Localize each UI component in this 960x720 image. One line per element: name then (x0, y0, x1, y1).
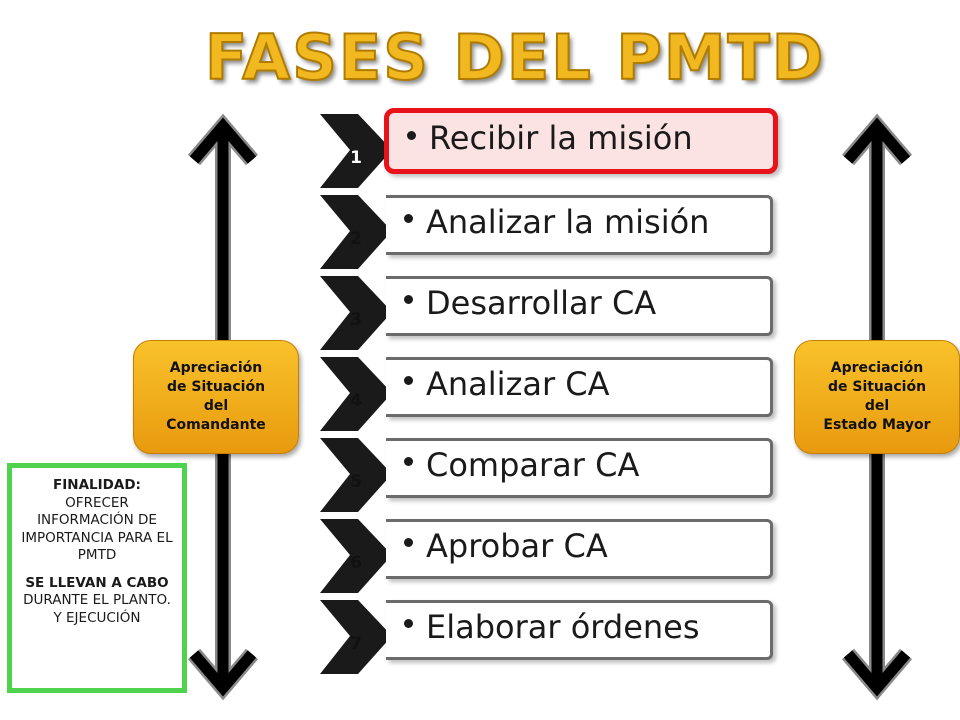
bullet-icon (404, 457, 413, 466)
phase-7: Elaborar órdenes 7 (320, 596, 778, 678)
phase-bar: Elaborar órdenes (386, 600, 773, 660)
phase-6: Aprobar CA 6 (320, 515, 778, 597)
phase-bar: Analizar CA (386, 357, 773, 417)
phase-2: Analizar la misión 2 (320, 191, 778, 273)
note-body: OFRECER INFORMACIÓN DE IMPORTANCIA PARA … (21, 494, 173, 564)
chevron-icon (320, 438, 392, 512)
phase-number: 6 (350, 553, 362, 573)
phase-4: Analizar CA 4 (320, 353, 778, 435)
label-line: Apreciación (169, 360, 263, 376)
chevron-icon (320, 276, 392, 350)
label-line: de Situación (827, 379, 927, 395)
note-timing: SE LLEVAN A CABO DURANTE EL PLANTO. Y EJ… (20, 575, 174, 628)
phase-number: 4 (350, 391, 362, 411)
phase-1: Recibir la misión 1 (320, 108, 778, 192)
chevron-icon (320, 519, 392, 593)
phase-number: 2 (350, 229, 362, 249)
note-heading: FINALIDAD: (53, 477, 141, 493)
label-line: Apreciación (830, 360, 924, 376)
bullet-icon (404, 619, 413, 628)
bullet-icon (404, 295, 413, 304)
label-line: del (203, 398, 229, 414)
label-line: Comandante (166, 417, 266, 433)
label-line: del (864, 398, 890, 414)
chevron-icon (320, 600, 392, 674)
bullet-icon (404, 376, 413, 385)
phase-number: 1 (350, 148, 362, 168)
chevron-icon (320, 195, 392, 269)
bullet-icon (404, 538, 413, 547)
phase-label: Analizar CA (426, 365, 610, 403)
chevron-icon (320, 357, 392, 431)
phase-bar: Desarrollar CA (386, 276, 773, 336)
diagram-title: FASES DEL PMTD (204, 20, 826, 95)
label-line: Estado Mayor (823, 417, 931, 433)
phase-label: Recibir la misión (429, 119, 693, 157)
staff-estimate-label: Apreciación de Situación del Estado Mayo… (794, 340, 960, 454)
note-purpose: FINALIDAD: OFRECER INFORMACIÓN DE IMPORT… (20, 477, 174, 565)
label-line: de Situación (166, 379, 266, 395)
phase-5: Comparar CA 5 (320, 434, 778, 516)
commander-estimate-label: Apreciación de Situación del Comandante (133, 340, 299, 454)
phase-bar: Aprobar CA (386, 519, 773, 579)
phase-label: Desarrollar CA (426, 284, 657, 322)
phase-label: Comparar CA (426, 446, 640, 484)
bullet-icon (404, 214, 413, 223)
note-bold-part: SE LLEVAN A CABO (25, 574, 169, 591)
phase-3: Desarrollar CA 3 (320, 272, 778, 354)
note-rest: DURANTE EL PLANTO. Y EJECUCIÓN (23, 592, 171, 626)
bullet-icon (407, 131, 416, 140)
phase-label: Aprobar CA (426, 527, 608, 565)
phase-number: 5 (350, 472, 362, 492)
phase-bar: Comparar CA (386, 438, 773, 498)
chevron-icon (320, 114, 392, 188)
phase-number: 3 (350, 310, 362, 330)
phase-bar: Analizar la misión (386, 195, 773, 255)
phase-number: 7 (350, 634, 362, 654)
phase-label: Elaborar órdenes (426, 608, 700, 646)
phase-label: Analizar la misión (426, 203, 710, 241)
phase-bar: Recibir la misión (384, 108, 778, 174)
purpose-note: FINALIDAD: OFRECER INFORMACIÓN DE IMPORT… (7, 463, 187, 693)
